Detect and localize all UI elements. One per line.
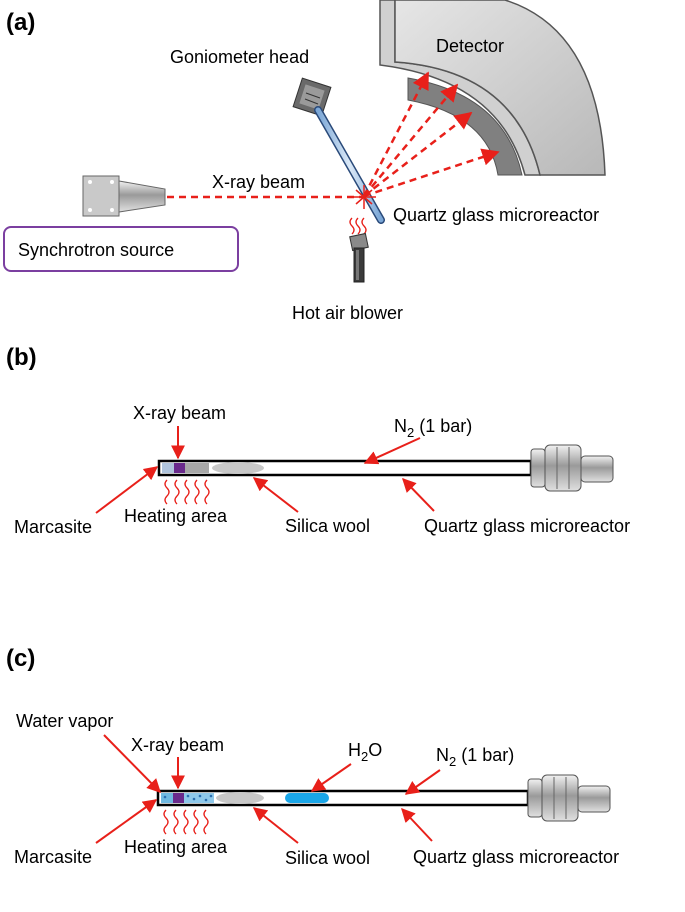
goniometer-head [292,77,332,117]
silica-wool-c [216,792,264,804]
microreactor-tube [314,106,385,224]
marcasite-arrow-c [95,799,158,844]
sample-spot [352,185,376,209]
reactor-label-c: Quartz glass microreactor [413,847,619,867]
xray-beam-label: X-ray beam [212,172,305,192]
water-vapor-arrow [103,734,161,793]
xray-beam-label-c: X-ray beam [131,735,224,755]
goniometer-label: Goniometer head [170,47,309,67]
tube-c [156,789,530,807]
marcasite-label-c: Marcasite [14,847,92,867]
silica-arrow-b [252,477,299,513]
reactor-arrow-c [401,807,433,842]
fitting-c [527,774,611,822]
marcasite-arrow-b [95,466,159,514]
reactor-label-b: Quartz glass microreactor [424,516,630,536]
mixed-region [185,463,209,473]
xray-beam-label-b: X-ray beam [133,403,226,423]
water-vapor-fill [161,793,173,803]
detector-label: Detector [436,36,504,56]
silica-label-b: Silica wool [285,516,370,536]
heating-label-c: Heating area [124,837,228,857]
silica-wool [212,462,264,474]
water-vapor-label: Water vapor [16,711,113,731]
n2-label-b: N2 (1 bar) [394,416,472,440]
panel-c-label: (c) [6,645,35,672]
panel-c: (c) Water vapor X-ray beam H2 [6,645,619,868]
detector: Detector [379,0,606,176]
diffracted-beams [362,71,500,198]
liquid-water [285,793,329,803]
silica-arrow-c [252,807,299,844]
hot-air-blower [349,232,369,283]
panel-a-label: (a) [6,9,35,36]
h2o-arrow [310,763,352,792]
silica-label-c: Silica wool [285,848,370,868]
heating-label-b: Heating area [124,506,228,526]
heat-waves-b [164,479,210,505]
vapor-region [184,793,214,803]
marcasite-left-fill [162,463,174,473]
source-emitter [82,175,166,217]
fitting-b [530,444,614,492]
heat-waves-a [349,217,367,235]
panel-b: (b) X-ray beam N2 (1 bar) [6,344,630,537]
sample-marcasite [174,463,185,473]
reactor-label-a: Quartz glass microreactor [393,205,599,225]
h2o-label: H2O [348,740,382,764]
heat-waves-c [163,809,209,835]
synchrotron-source-label: Synchrotron source [18,240,174,260]
synchrotron-source-box: Synchrotron source [3,226,239,272]
n2-label-c: N2 (1 bar) [436,745,514,769]
sample-marcasite-c [173,793,184,803]
hot-air-blower-label: Hot air blower [292,303,403,323]
n2-arrow-c [404,769,441,795]
panel-b-label: (b) [6,344,37,371]
tube-b [157,459,533,477]
panel-a: (a) Detector Goniometer head [3,0,606,323]
reactor-arrow-b [402,477,435,512]
n2-arrow-b [363,437,421,465]
marcasite-label-b: Marcasite [14,517,92,537]
